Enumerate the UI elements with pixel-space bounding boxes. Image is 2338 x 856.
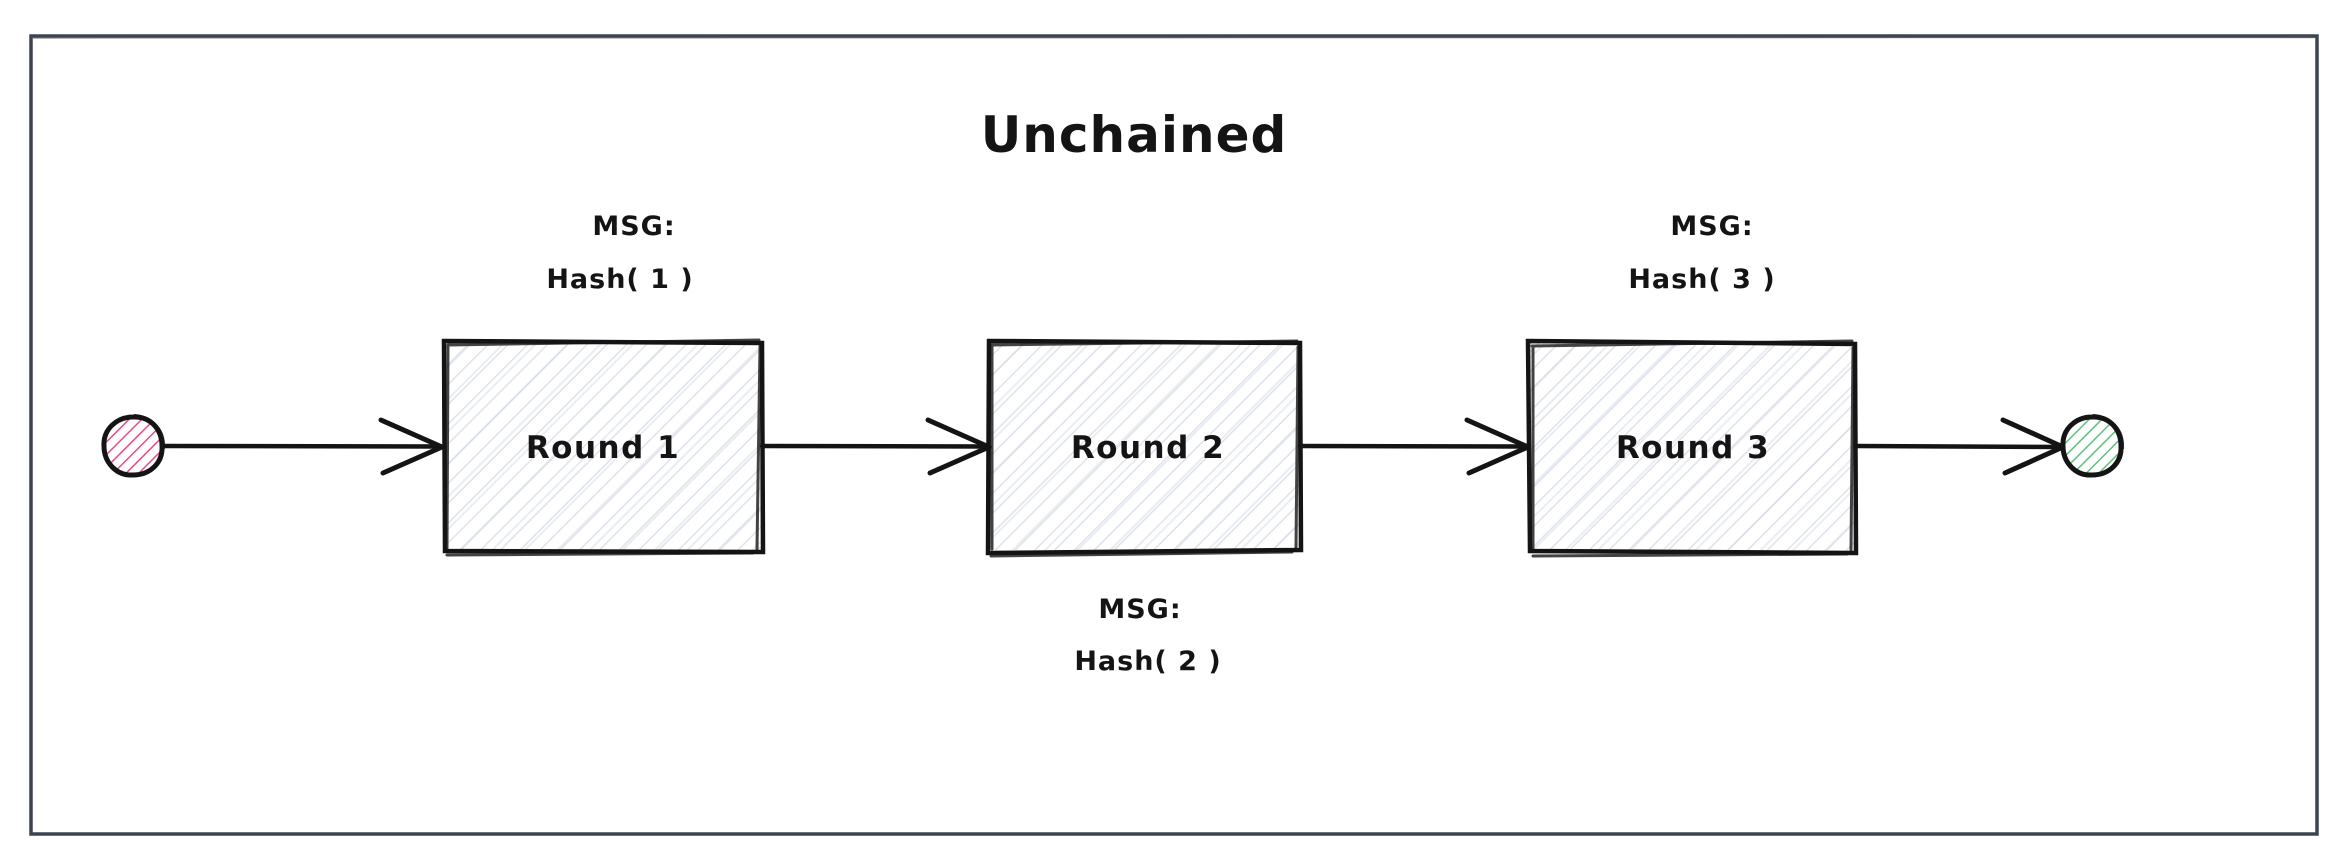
node-round2-outline-sketch: [989, 339, 1300, 558]
outer-frame: [29, 34, 2319, 836]
edge-label-msg3: MSG: Hash( 3 ): [1628, 211, 1775, 295]
end-node-outline-sketch: [2092, 414, 2125, 450]
node-round1-label: Round 1: [526, 430, 680, 466]
edge-round3-to-end: [1853, 417, 2066, 476]
arrowhead-lower-stroke: [380, 444, 445, 476]
edge-line: [759, 443, 991, 449]
node-round1-fill-second: [445, 342, 762, 552]
arrowhead-upper-stroke: [1464, 417, 1531, 450]
edge-label-msg1-line2: Hash( 1 ): [546, 264, 693, 295]
arrowhead-lower-stroke: [1466, 444, 1531, 476]
edge-line: [1853, 443, 2065, 450]
node-round2-label: Round 2: [1071, 430, 1225, 466]
edge-label-msg3-line2: Hash( 3 ): [1628, 264, 1775, 295]
start-node[interactable]: [101, 414, 166, 478]
edge-label-msg2: MSG: Hash( 2 ): [1074, 594, 1221, 677]
edge-label-msg3-line1: MSG:: [1670, 211, 1753, 242]
node-round1-outline-sketch: [445, 338, 762, 557]
edge-label-msg2-line1: MSG:: [1098, 594, 1181, 625]
edge-line: [1297, 443, 1530, 449]
node-round1[interactable]: Round 1: [441, 338, 766, 557]
page-title-text: Unchained: [981, 106, 1288, 164]
page-title: Unchained: [981, 106, 1288, 164]
node-round3-fill-second: [1530, 342, 1855, 552]
node-round2-fill-second: [990, 342, 1300, 550]
edge-round2-to-round3: [1297, 417, 1531, 476]
node-round3[interactable]: Round 3: [1525, 338, 1859, 558]
end-node-fill: [2063, 417, 2121, 475]
edge-label-msg2-line2: Hash( 2 ): [1074, 646, 1221, 677]
node-round3-outline-sketch: [1530, 339, 1855, 558]
edge-line: [159, 443, 444, 449]
arrowhead-lower-stroke: [2002, 444, 2066, 476]
end-node[interactable]: [2060, 414, 2125, 478]
node-round2[interactable]: Round 2: [985, 338, 1304, 558]
arrowhead-upper-stroke: [378, 417, 445, 450]
start-node-outline-sketch: [133, 414, 166, 450]
arrowhead-lower-stroke: [927, 444, 992, 476]
arrowhead-upper-stroke: [2000, 417, 2066, 450]
arrowhead-upper-stroke: [925, 417, 992, 450]
edge-start-to-round1: [159, 417, 445, 476]
edge-label-msg1-line1: MSG:: [592, 211, 675, 242]
edge-label-msg1: MSG: Hash( 1 ): [546, 211, 693, 295]
node-round3-label: Round 3: [1616, 430, 1770, 466]
start-node-fill: [104, 417, 162, 475]
edge-round1-to-round2: [759, 417, 992, 476]
